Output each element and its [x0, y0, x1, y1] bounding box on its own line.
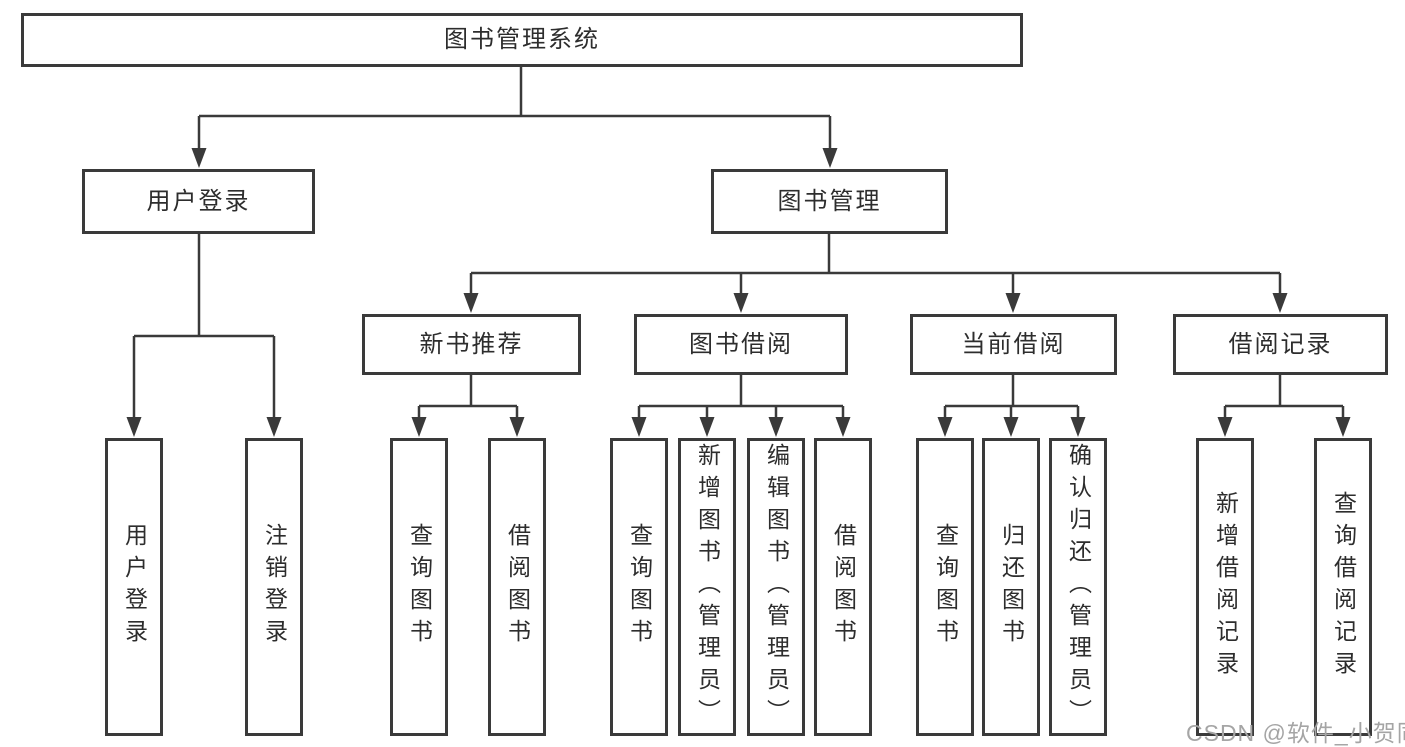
leaf-newbook-borrow-books-label: 借阅图书 [504, 523, 531, 651]
node-new-book-recommend-label: 新书推荐 [419, 330, 524, 358]
arrowheads [126, 148, 1351, 437]
leaf-borrow-add-books-admin: 新增图书（管理员） [678, 438, 736, 736]
leaf-borrow-borrow-books-label: 借阅图书 [830, 523, 857, 651]
leaf-current-query-books-label: 查询图书 [932, 523, 959, 651]
leaf-records-add-record: 新增借阅记录 [1196, 438, 1254, 736]
leaf-current-confirm-return-admin: 确认归还（管理员） [1049, 438, 1107, 736]
leaf-current-confirm-return-admin-label: 确认归还（管理员） [1065, 443, 1092, 731]
node-root-label: 图书管理系统 [444, 26, 600, 53]
node-current-borrow-label: 当前借阅 [961, 330, 1066, 358]
node-new-book-recommend: 新书推荐 [362, 314, 581, 375]
leaf-current-return-books: 归还图书 [982, 438, 1040, 736]
node-borrow-records: 借阅记录 [1173, 314, 1388, 375]
leaf-logout: 注销登录 [245, 438, 303, 736]
leaf-newbook-borrow-books: 借阅图书 [488, 438, 546, 736]
watermark: CSDN @软件_小贺同学 [1186, 720, 1405, 746]
leaf-borrow-query-books: 查询图书 [610, 438, 668, 736]
leaf-borrow-borrow-books: 借阅图书 [814, 438, 872, 736]
node-book-borrow-label: 图书借阅 [689, 330, 793, 358]
leaf-logout-label: 注销登录 [261, 523, 288, 651]
node-root: 图书管理系统 [21, 13, 1023, 67]
leaf-newbook-query-books-label: 查询图书 [406, 523, 433, 651]
leaf-records-add-record-label: 新增借阅记录 [1212, 491, 1239, 683]
leaf-current-return-books-label: 归还图书 [998, 523, 1025, 651]
leaf-borrow-edit-books-admin-label: 编辑图书（管理员） [763, 443, 790, 731]
node-user-login-label: 用户登录 [146, 187, 251, 215]
node-current-borrow: 当前借阅 [910, 314, 1117, 375]
node-book-borrow: 图书借阅 [634, 314, 848, 375]
node-book-manage: 图书管理 [711, 169, 948, 234]
leaf-borrow-add-books-admin-label: 新增图书（管理员） [694, 443, 721, 731]
leaf-records-query-record: 查询借阅记录 [1314, 438, 1372, 736]
leaf-records-query-record-label: 查询借阅记录 [1330, 491, 1357, 683]
node-user-login: 用户登录 [82, 169, 315, 234]
leaf-borrow-query-books-label: 查询图书 [626, 523, 653, 651]
leaf-newbook-query-books: 查询图书 [390, 438, 448, 736]
leaf-current-query-books: 查询图书 [916, 438, 974, 736]
leaf-borrow-edit-books-admin: 编辑图书（管理员） [747, 438, 805, 736]
node-book-manage-label: 图书管理 [777, 187, 882, 215]
leaf-user-login: 用户登录 [105, 438, 163, 736]
node-borrow-records-label: 借阅记录 [1228, 330, 1333, 358]
leaf-user-login-label: 用户登录 [121, 523, 148, 651]
